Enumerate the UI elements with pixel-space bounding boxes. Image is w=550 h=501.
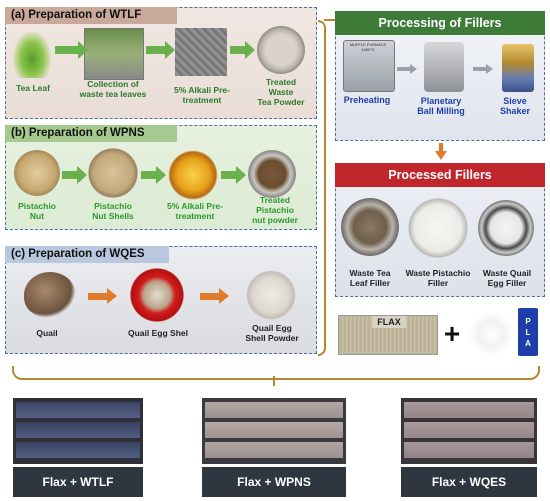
pla-letter: P [525, 316, 531, 326]
sieve-shaker-image [502, 44, 534, 92]
step-caption: Collection of waste tea leaves [79, 79, 147, 99]
step-caption: Planetary Ball Milling [417, 96, 465, 117]
composite-wtlf-image [13, 398, 143, 464]
tea-powder-image [257, 26, 305, 74]
arrow-icon [146, 46, 166, 54]
step-caption: Sieve Shaker [499, 96, 531, 117]
panel-wtlf-title: (a) Preparation of WTLF [5, 7, 177, 24]
step-caption: Tea Leaf [16, 83, 50, 93]
arrow-icon [245, 41, 255, 59]
bracket-line [318, 20, 326, 356]
arrow-icon [397, 67, 411, 71]
arrow-icon [473, 67, 487, 71]
arrow-icon [221, 171, 237, 179]
quail-egg-shell-image [130, 268, 184, 322]
pla-letter: A [525, 338, 531, 348]
arrow-icon [219, 288, 229, 304]
furnace-label: MUFFLE FURNACE 1400°C [349, 42, 387, 52]
pistachio-shells-image [88, 148, 138, 198]
step-caption: Pistachio Nut [18, 201, 56, 221]
arrow-icon [435, 151, 447, 160]
step-caption: Quail Egg Shel [128, 328, 188, 338]
bracket-line [273, 376, 275, 386]
step-caption: Treated Waste Tea Powder [257, 77, 305, 107]
step-caption: Preheating [343, 95, 391, 105]
waste-tea-leaves-image [84, 28, 144, 80]
arrow-icon [78, 41, 88, 59]
arrow-icon [200, 293, 220, 300]
step-caption: 5% Alkali Pre- treatment [174, 85, 230, 105]
alkali-treatment-image [175, 28, 227, 76]
panel-wqes-title: (c) Preparation of WQES [5, 246, 169, 263]
arrow-icon [439, 143, 443, 152]
composite-label: Flax + WPNS [202, 467, 346, 497]
plus-sign: + [443, 318, 461, 349]
pistachio-nut-image [14, 150, 60, 196]
tea-filler-image [341, 198, 399, 256]
composite-label: Flax + WTLF [13, 467, 143, 497]
step-caption: Quail Egg Shell Powder [245, 323, 299, 343]
quail-image [24, 272, 76, 318]
composite-wqes-image [401, 398, 537, 464]
arrow-icon [107, 288, 117, 304]
bracket-line [324, 19, 336, 21]
bracket-line [12, 366, 540, 380]
pla-pellets-image [468, 312, 514, 356]
step-caption: Pistachio Nut Shells [92, 201, 134, 221]
egg-shell-powder-image [246, 270, 296, 320]
quail-filler-image [478, 200, 534, 256]
arrow-icon [165, 41, 175, 59]
arrow-icon [230, 46, 246, 54]
tea-leaf-image [12, 30, 52, 78]
step-caption: 5% Alkali Pre- treatment [167, 201, 223, 221]
arrow-icon [88, 293, 108, 300]
arrow-icon [486, 64, 493, 74]
pistachio-filler-image [408, 198, 468, 258]
pla-letter: L [525, 327, 531, 337]
composite-label: Flax + WQES [401, 467, 537, 497]
arrow-icon [410, 64, 417, 74]
processed-title: Processed Fillers [335, 163, 545, 187]
planetary-mill-image [424, 42, 464, 92]
composite-wpns-image [202, 398, 346, 464]
filler-caption: Waste Quail Egg Filler [482, 268, 532, 288]
flax-label: FLAX [372, 316, 406, 328]
filler-caption: Waste Pistachio Filler [405, 268, 471, 288]
arrow-icon [62, 171, 78, 179]
arrow-icon [77, 166, 87, 184]
arrow-icon [141, 171, 157, 179]
pistachio-powder-image [248, 150, 296, 198]
processing-title: Processing of Fillers [335, 11, 545, 35]
arrow-icon [55, 46, 79, 54]
flax-fabric-image [338, 315, 438, 355]
panel-wpns-title: (b) Preparation of WPNS [5, 125, 177, 142]
arrow-icon [156, 166, 166, 184]
alkali-treatment-image [168, 150, 218, 200]
arrow-icon [236, 166, 246, 184]
step-caption: Treated Pistachio nut powder [252, 195, 298, 225]
filler-caption: Waste Tea Leaf Filler [349, 268, 391, 288]
step-caption: Quail [36, 328, 58, 338]
muffle-furnace-image [343, 40, 395, 92]
pla-label: P L A [518, 308, 538, 356]
